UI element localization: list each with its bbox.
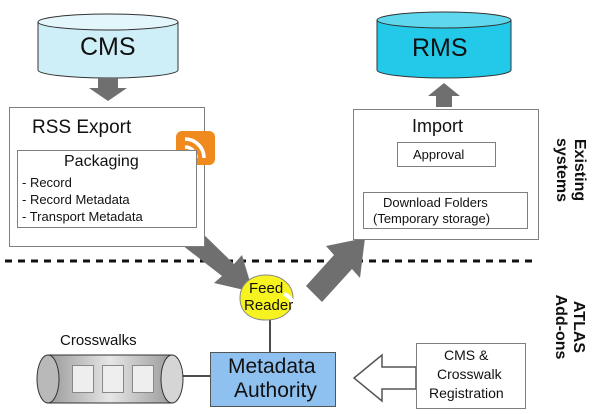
approval-label: Approval <box>413 147 465 162</box>
document-icon <box>132 365 154 393</box>
arrow-cms-to-export <box>89 78 127 101</box>
crosswalks-label: Crosswalks <box>60 332 137 349</box>
registration-line3: Registration <box>429 385 504 401</box>
metadata-authority-line1: Metadata <box>228 355 316 378</box>
feed-reader-label-line1: Feed <box>249 280 284 297</box>
arrow-import-to-rms <box>428 83 460 107</box>
document-icon <box>72 365 94 393</box>
cms-cylinder <box>37 13 179 79</box>
import-label: Import <box>412 116 464 136</box>
registration-line1: CMS & <box>444 347 489 363</box>
registration-line2: Crosswalk <box>437 366 502 382</box>
packaging-item-transport-metadata: - Transport Metadata <box>22 209 143 224</box>
existing-label: Existing <box>571 138 588 202</box>
metadata-authority-box <box>210 352 336 407</box>
feed-reader-label-line2: Reader <box>244 297 294 314</box>
download-folders-sublabel: (Temporary storage) <box>373 211 491 226</box>
approval-box <box>397 142 496 167</box>
arrow-registration-to-authority <box>352 353 417 403</box>
existing-systems-label: Existing systems <box>548 110 588 230</box>
feed-reader-node <box>236 272 296 322</box>
rss-export-label: RSS Export <box>32 117 132 138</box>
metadata-authority-line2: Authority <box>234 379 317 402</box>
document-icon <box>102 365 124 393</box>
atlas-addons-label: ATLAS Add-ons <box>547 277 587 377</box>
addons-label: Add-ons <box>552 294 569 360</box>
systems-label: systems <box>553 137 570 203</box>
packaging-box <box>17 150 197 228</box>
atlas-label: ATLAS <box>570 300 587 354</box>
download-folders-box <box>363 192 528 229</box>
packaging-item-record-metadata: - Record Metadata <box>22 192 130 207</box>
rms-label: RMS <box>412 34 468 62</box>
cms-label: CMS <box>80 33 136 61</box>
rms-cylinder <box>376 11 512 79</box>
registration-box <box>416 343 526 409</box>
download-folders-label: Download Folders <box>383 195 488 210</box>
arrow-feed-reader-to-import <box>306 238 365 302</box>
packaging-item-record: - Record <box>22 175 72 190</box>
packaging-title: Packaging <box>64 153 139 170</box>
